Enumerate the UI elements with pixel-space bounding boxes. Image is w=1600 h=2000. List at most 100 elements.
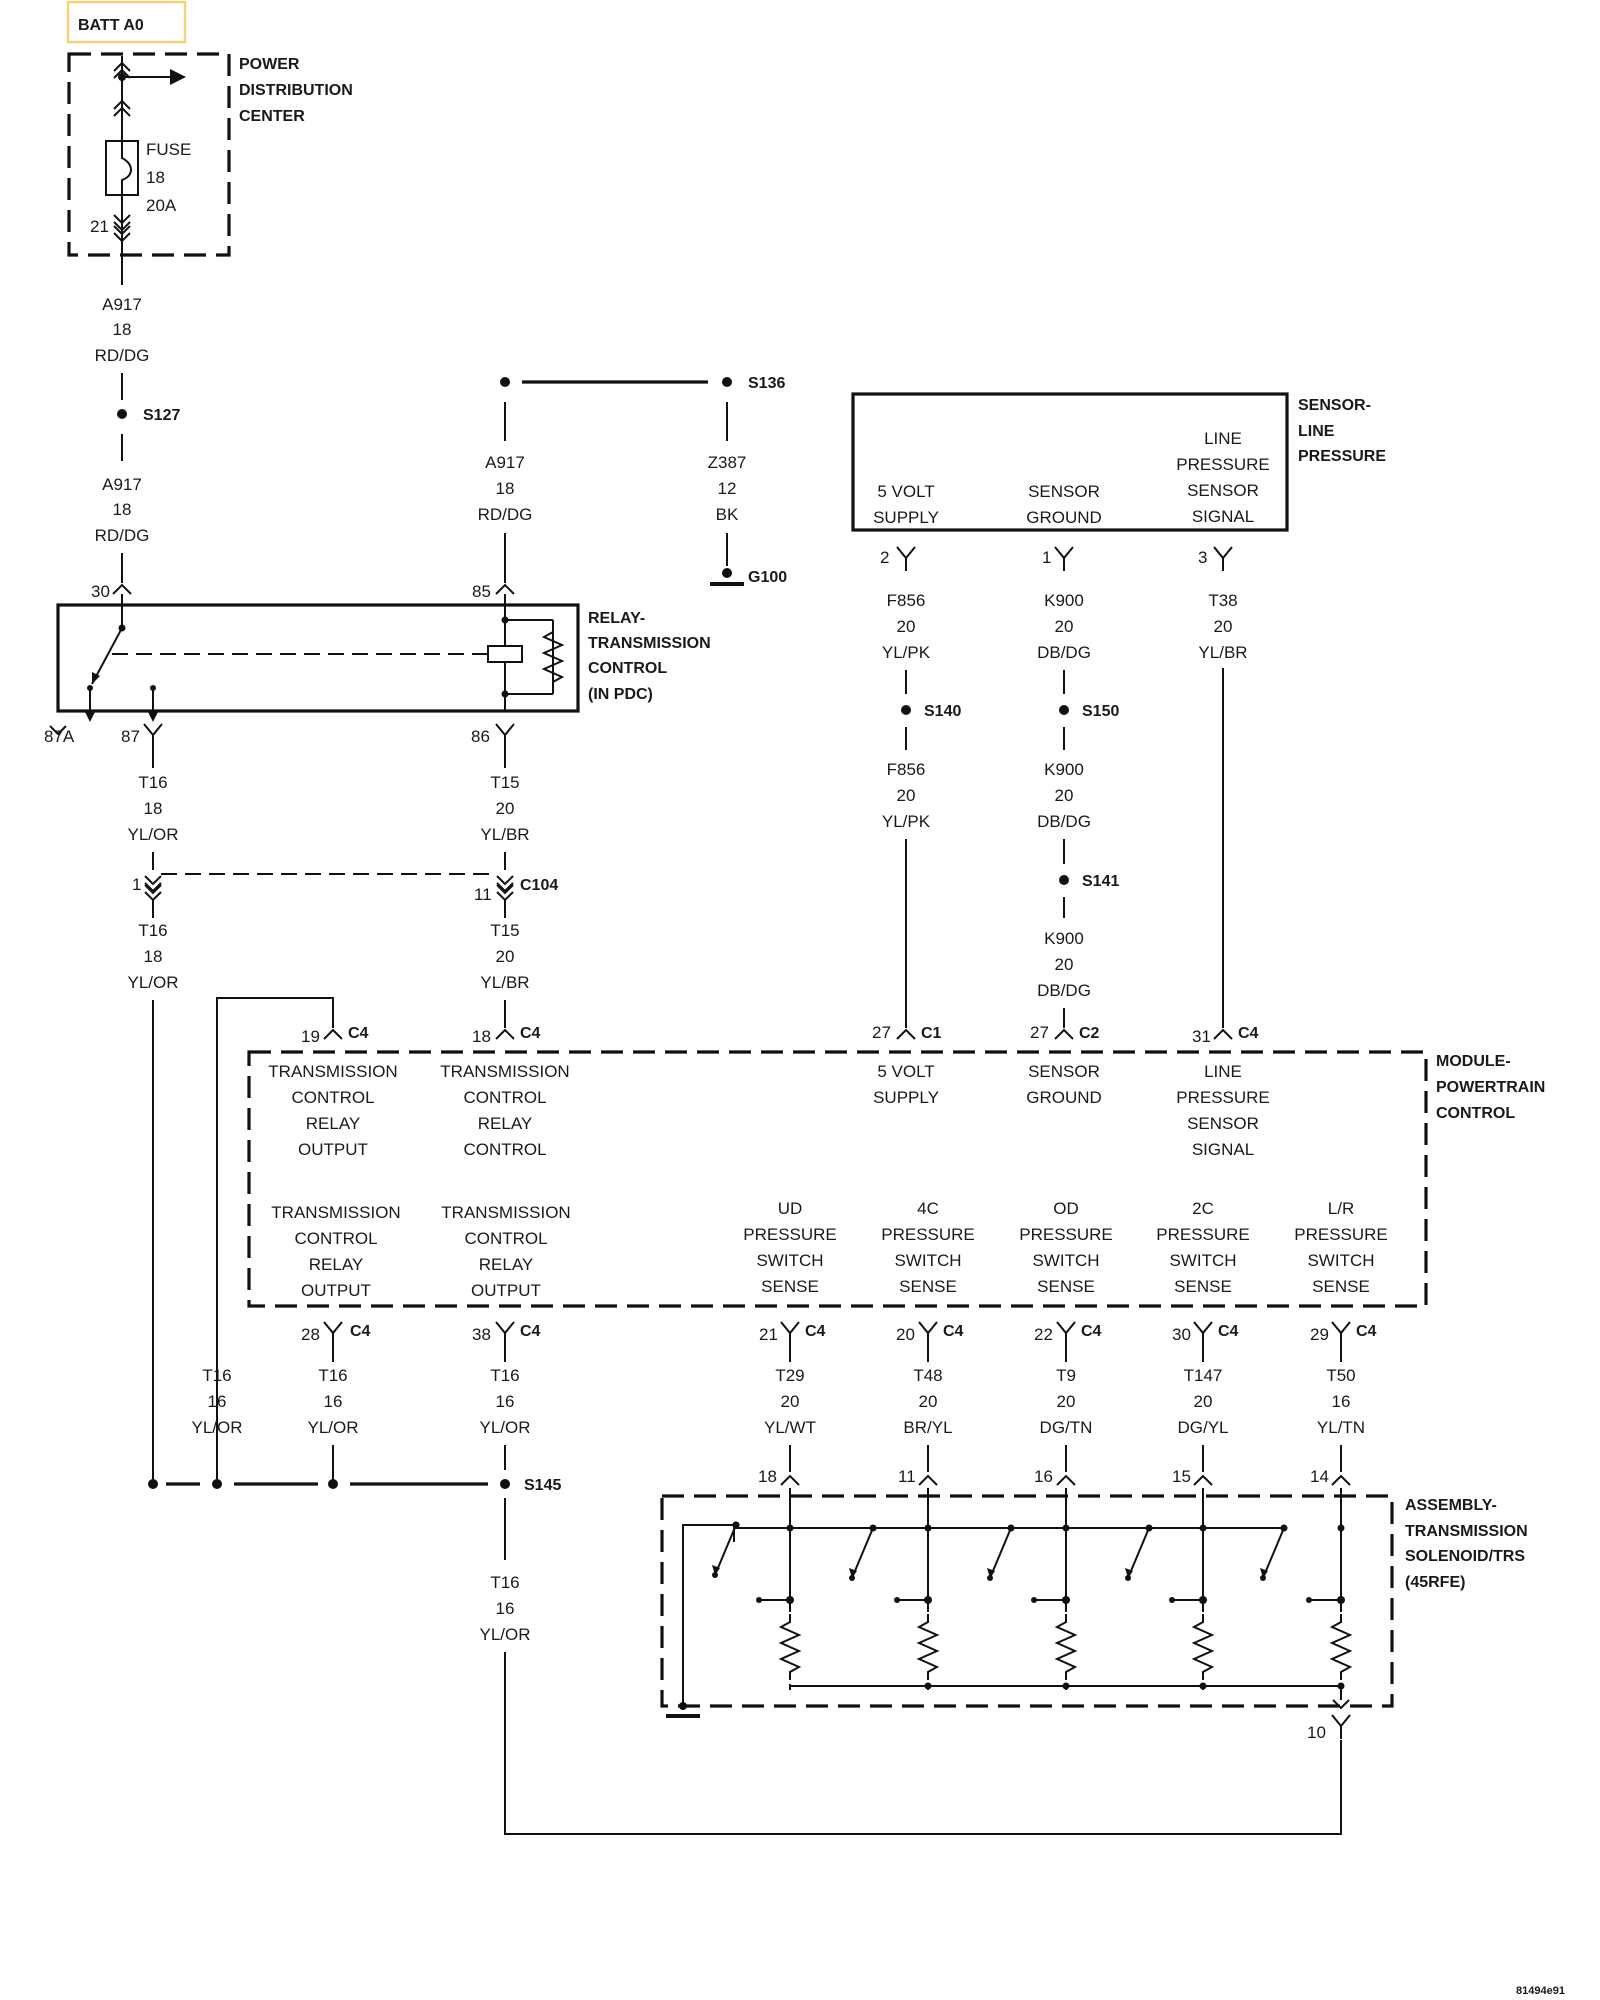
svg-text:SUPPLY: SUPPLY xyxy=(873,508,939,527)
pcm-conn-c4-30: C4 xyxy=(1218,1323,1239,1340)
svg-text:18: 18 xyxy=(113,500,132,519)
svg-text:20: 20 xyxy=(781,1392,800,1411)
splice-s127-dot xyxy=(117,409,127,419)
svg-text:UD: UD xyxy=(778,1199,803,1218)
svg-text:CONTROL: CONTROL xyxy=(463,1140,546,1159)
svg-text:LINE: LINE xyxy=(1204,1062,1242,1081)
fuse-label: FUSE 18 20A xyxy=(146,140,191,215)
svg-text:PRESSURE: PRESSURE xyxy=(1019,1225,1113,1244)
svg-text:MODULE-: MODULE- xyxy=(1436,1053,1511,1070)
svg-text:SENSE: SENSE xyxy=(1312,1277,1370,1296)
svg-text:SOLENOID/TRS: SOLENOID/TRS xyxy=(1405,1548,1525,1565)
svg-text:CONTROL: CONTROL xyxy=(1436,1105,1515,1122)
sensor-box xyxy=(851,392,1289,532)
sol-pin-16: 16 xyxy=(1034,1467,1053,1486)
sensor-terminal-ground: SENSOR GROUND xyxy=(1026,482,1102,527)
pcm-conn-c4-20: C4 xyxy=(943,1323,964,1340)
pcm-conn-c4-31: C4 xyxy=(1238,1025,1259,1042)
svg-text:RELAY: RELAY xyxy=(309,1255,364,1274)
wire-label-t16-d: T16 16 YL/OR xyxy=(479,1573,530,1644)
svg-text:18: 18 xyxy=(144,799,163,818)
svg-text:OUTPUT: OUTPUT xyxy=(298,1140,368,1159)
relay-pin-87a: 87A xyxy=(44,727,75,746)
splice-s140: S140 xyxy=(924,703,961,720)
svg-text:T50: T50 xyxy=(1326,1366,1355,1385)
svg-text:CONTROL: CONTROL xyxy=(588,660,667,677)
svg-text:CONTROL: CONTROL xyxy=(294,1229,377,1248)
pcm-pin-29: 29 xyxy=(1310,1325,1329,1344)
svg-text:SENSOR-: SENSOR- xyxy=(1298,397,1371,414)
svg-text:20: 20 xyxy=(1055,617,1074,636)
svg-text:YL/TN: YL/TN xyxy=(1317,1418,1365,1437)
wire-label-t16-a: T16 16 YL/OR xyxy=(191,1366,242,1437)
svg-text:DG/TN: DG/TN xyxy=(1040,1418,1093,1437)
svg-text:OD: OD xyxy=(1053,1199,1079,1218)
svg-text:T9: T9 xyxy=(1056,1366,1076,1385)
pcm-pin-22: 22 xyxy=(1034,1325,1053,1344)
pcm-terminal-relay-output-top: TRANSMISSION CONTROL RELAY OUTPUT xyxy=(268,1062,397,1159)
fuse-pin: 21 xyxy=(90,217,109,236)
svg-text:YL/OR: YL/OR xyxy=(127,825,178,844)
svg-text:SENSE: SENSE xyxy=(761,1277,819,1296)
relay-pin-30: 30 xyxy=(91,582,110,601)
svg-text:SUPPLY: SUPPLY xyxy=(873,1088,939,1107)
wire-label-t9: T9 20 DG/TN xyxy=(1040,1366,1093,1437)
svg-text:T29: T29 xyxy=(775,1366,804,1385)
sol-pin-11: 11 xyxy=(898,1467,916,1486)
wire-label-t29: T29 20 YL/WT xyxy=(764,1366,816,1437)
svg-text:RD/DG: RD/DG xyxy=(478,505,533,524)
svg-text:T16: T16 xyxy=(138,921,167,940)
svg-text:LINE: LINE xyxy=(1298,423,1335,440)
svg-text:POWERTRAIN: POWERTRAIN xyxy=(1436,1079,1545,1096)
pcm-terminal-od: OD PRESSURE SWITCH SENSE xyxy=(1019,1199,1113,1296)
wire-label-k900-1: K900 20 DB/DG xyxy=(1037,591,1091,662)
svg-text:SENSOR: SENSOR xyxy=(1187,1114,1259,1133)
pcm-terminal-5v-supply: 5 VOLT SUPPLY xyxy=(873,1062,939,1107)
svg-text:ASSEMBLY-: ASSEMBLY- xyxy=(1405,1497,1497,1514)
pcm-box xyxy=(247,1050,1428,1308)
wire-label-t50: T50 16 YL/TN xyxy=(1317,1366,1365,1437)
svg-text:DB/DG: DB/DG xyxy=(1037,812,1091,831)
svg-text:OUTPUT: OUTPUT xyxy=(301,1281,371,1300)
wire-label-t16-2: T16 18 YL/OR xyxy=(127,921,178,992)
svg-text:SENSOR: SENSOR xyxy=(1028,1062,1100,1081)
relay-pin-86: 86 xyxy=(471,727,490,746)
svg-text:TRANSMISSION: TRANSMISSION xyxy=(440,1062,569,1081)
svg-text:SWITCH: SWITCH xyxy=(894,1251,961,1270)
svg-text:TRANSMISSION: TRANSMISSION xyxy=(1405,1523,1528,1540)
wire-label-f856-1: F856 20 YL/PK xyxy=(882,591,931,662)
svg-text:(IN PDC): (IN PDC) xyxy=(588,686,653,703)
svg-text:2C: 2C xyxy=(1192,1199,1214,1218)
sensor-pin-1: 1 xyxy=(1042,548,1051,567)
svg-text:12: 12 xyxy=(718,479,737,498)
svg-text:YL/BR: YL/BR xyxy=(480,825,529,844)
wire-label-t48: T48 20 BR/YL xyxy=(903,1366,952,1437)
relay-title: RELAY- TRANSMISSION CONTROL (IN PDC) xyxy=(588,610,711,703)
diagram-id: 81494e91 xyxy=(1516,1985,1565,1997)
svg-text:YL/PK: YL/PK xyxy=(882,643,931,662)
wire-label-z387: Z387 12 BK xyxy=(708,453,747,524)
svg-text:20: 20 xyxy=(1214,617,1233,636)
pcm-pin-27-c1: 27 xyxy=(872,1023,891,1042)
svg-text:A917: A917 xyxy=(102,295,142,314)
svg-text:16: 16 xyxy=(496,1599,515,1618)
svg-text:SIGNAL: SIGNAL xyxy=(1192,1140,1254,1159)
svg-text:T16: T16 xyxy=(138,773,167,792)
splice-s127: S127 xyxy=(143,407,180,424)
sensor-terminal-5v: 5 VOLT SUPPLY xyxy=(873,482,939,527)
svg-text:DB/DG: DB/DG xyxy=(1037,643,1091,662)
svg-text:RELAY: RELAY xyxy=(479,1255,534,1274)
svg-text:A917: A917 xyxy=(102,475,142,494)
svg-text:SENSE: SENSE xyxy=(899,1277,957,1296)
svg-text:T16: T16 xyxy=(202,1366,231,1385)
pcm-terminal-4c: 4C PRESSURE SWITCH SENSE xyxy=(881,1199,975,1296)
pcm-conn-c1: C1 xyxy=(921,1025,942,1042)
svg-text:SENSE: SENSE xyxy=(1037,1277,1095,1296)
sensor-terminal-signal: LINE PRESSURE SENSOR SIGNAL xyxy=(1176,429,1270,526)
svg-text:GROUND: GROUND xyxy=(1026,1088,1102,1107)
svg-text:FUSE: FUSE xyxy=(146,140,191,159)
wire-label-a917-3: A917 18 RD/DG xyxy=(478,453,533,524)
svg-text:20: 20 xyxy=(897,786,916,805)
relay-pin-85: 85 xyxy=(472,582,491,601)
connector-c104: C104 xyxy=(520,877,558,894)
